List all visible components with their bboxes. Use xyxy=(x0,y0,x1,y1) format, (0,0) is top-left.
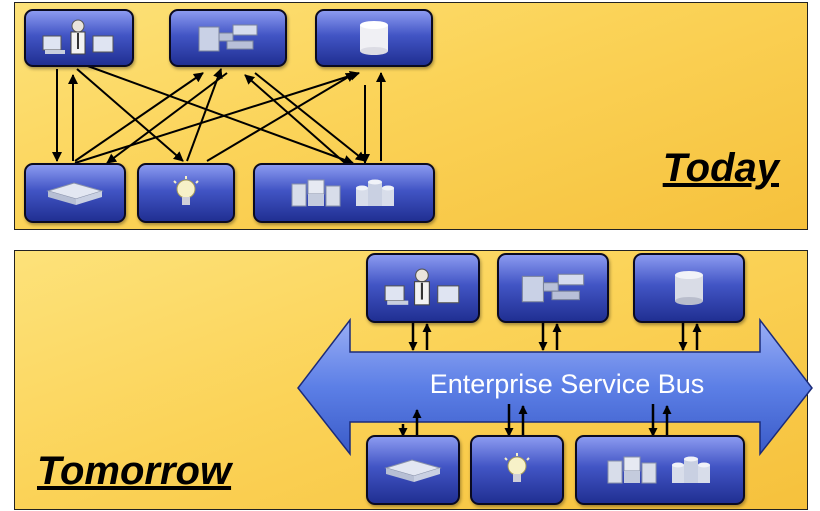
application-server-icon xyxy=(382,453,444,487)
database-cylinder-icon xyxy=(357,19,391,57)
lightbulb-icon xyxy=(171,176,201,210)
database-cylinder-icon xyxy=(672,266,706,310)
user-workstation-icon xyxy=(383,265,463,311)
integration-pipe-icon xyxy=(193,19,263,57)
node-systems-tomorrow xyxy=(575,435,745,505)
computer-systems-icon xyxy=(606,454,658,486)
arrow-idea-to-integration xyxy=(186,68,223,162)
node-integration-tomorrow xyxy=(497,253,609,323)
application-server-icon xyxy=(44,177,106,209)
arrow-users-to-systems xyxy=(84,64,354,165)
node-integration xyxy=(169,9,287,67)
today-panel: Today xyxy=(14,2,808,230)
arrow-integration-to-systems xyxy=(254,72,366,162)
node-database-tomorrow xyxy=(633,253,745,323)
node-users xyxy=(24,9,134,67)
node-application-tomorrow xyxy=(366,435,460,505)
storage-cylinder-icon xyxy=(668,454,714,486)
node-systems xyxy=(253,163,435,223)
arrow-integration-to-app xyxy=(106,72,228,164)
arrow-idea-to-db xyxy=(206,72,356,162)
node-idea-tomorrow xyxy=(470,435,564,505)
point-to-point-arrows xyxy=(52,64,386,165)
node-application xyxy=(24,163,126,223)
today-label: Today xyxy=(662,146,779,190)
computer-systems-icon xyxy=(290,178,342,208)
node-idea xyxy=(137,163,235,223)
esb-label: Enterprise Service Bus xyxy=(429,369,705,399)
arrow-app-to-integration xyxy=(74,72,204,162)
tomorrow-label: Tomorrow xyxy=(37,449,232,493)
arrow-users-to-idea xyxy=(76,68,184,162)
node-users-tomorrow xyxy=(366,253,480,323)
node-database xyxy=(315,9,433,67)
arrow-systems-to-integration xyxy=(244,74,346,164)
user-workstation-icon xyxy=(41,18,117,58)
storage-cylinder-icon xyxy=(352,178,398,208)
integration-pipe-icon xyxy=(516,267,590,309)
arrow-app-to-db xyxy=(74,70,360,164)
lightbulb-icon xyxy=(502,452,532,488)
